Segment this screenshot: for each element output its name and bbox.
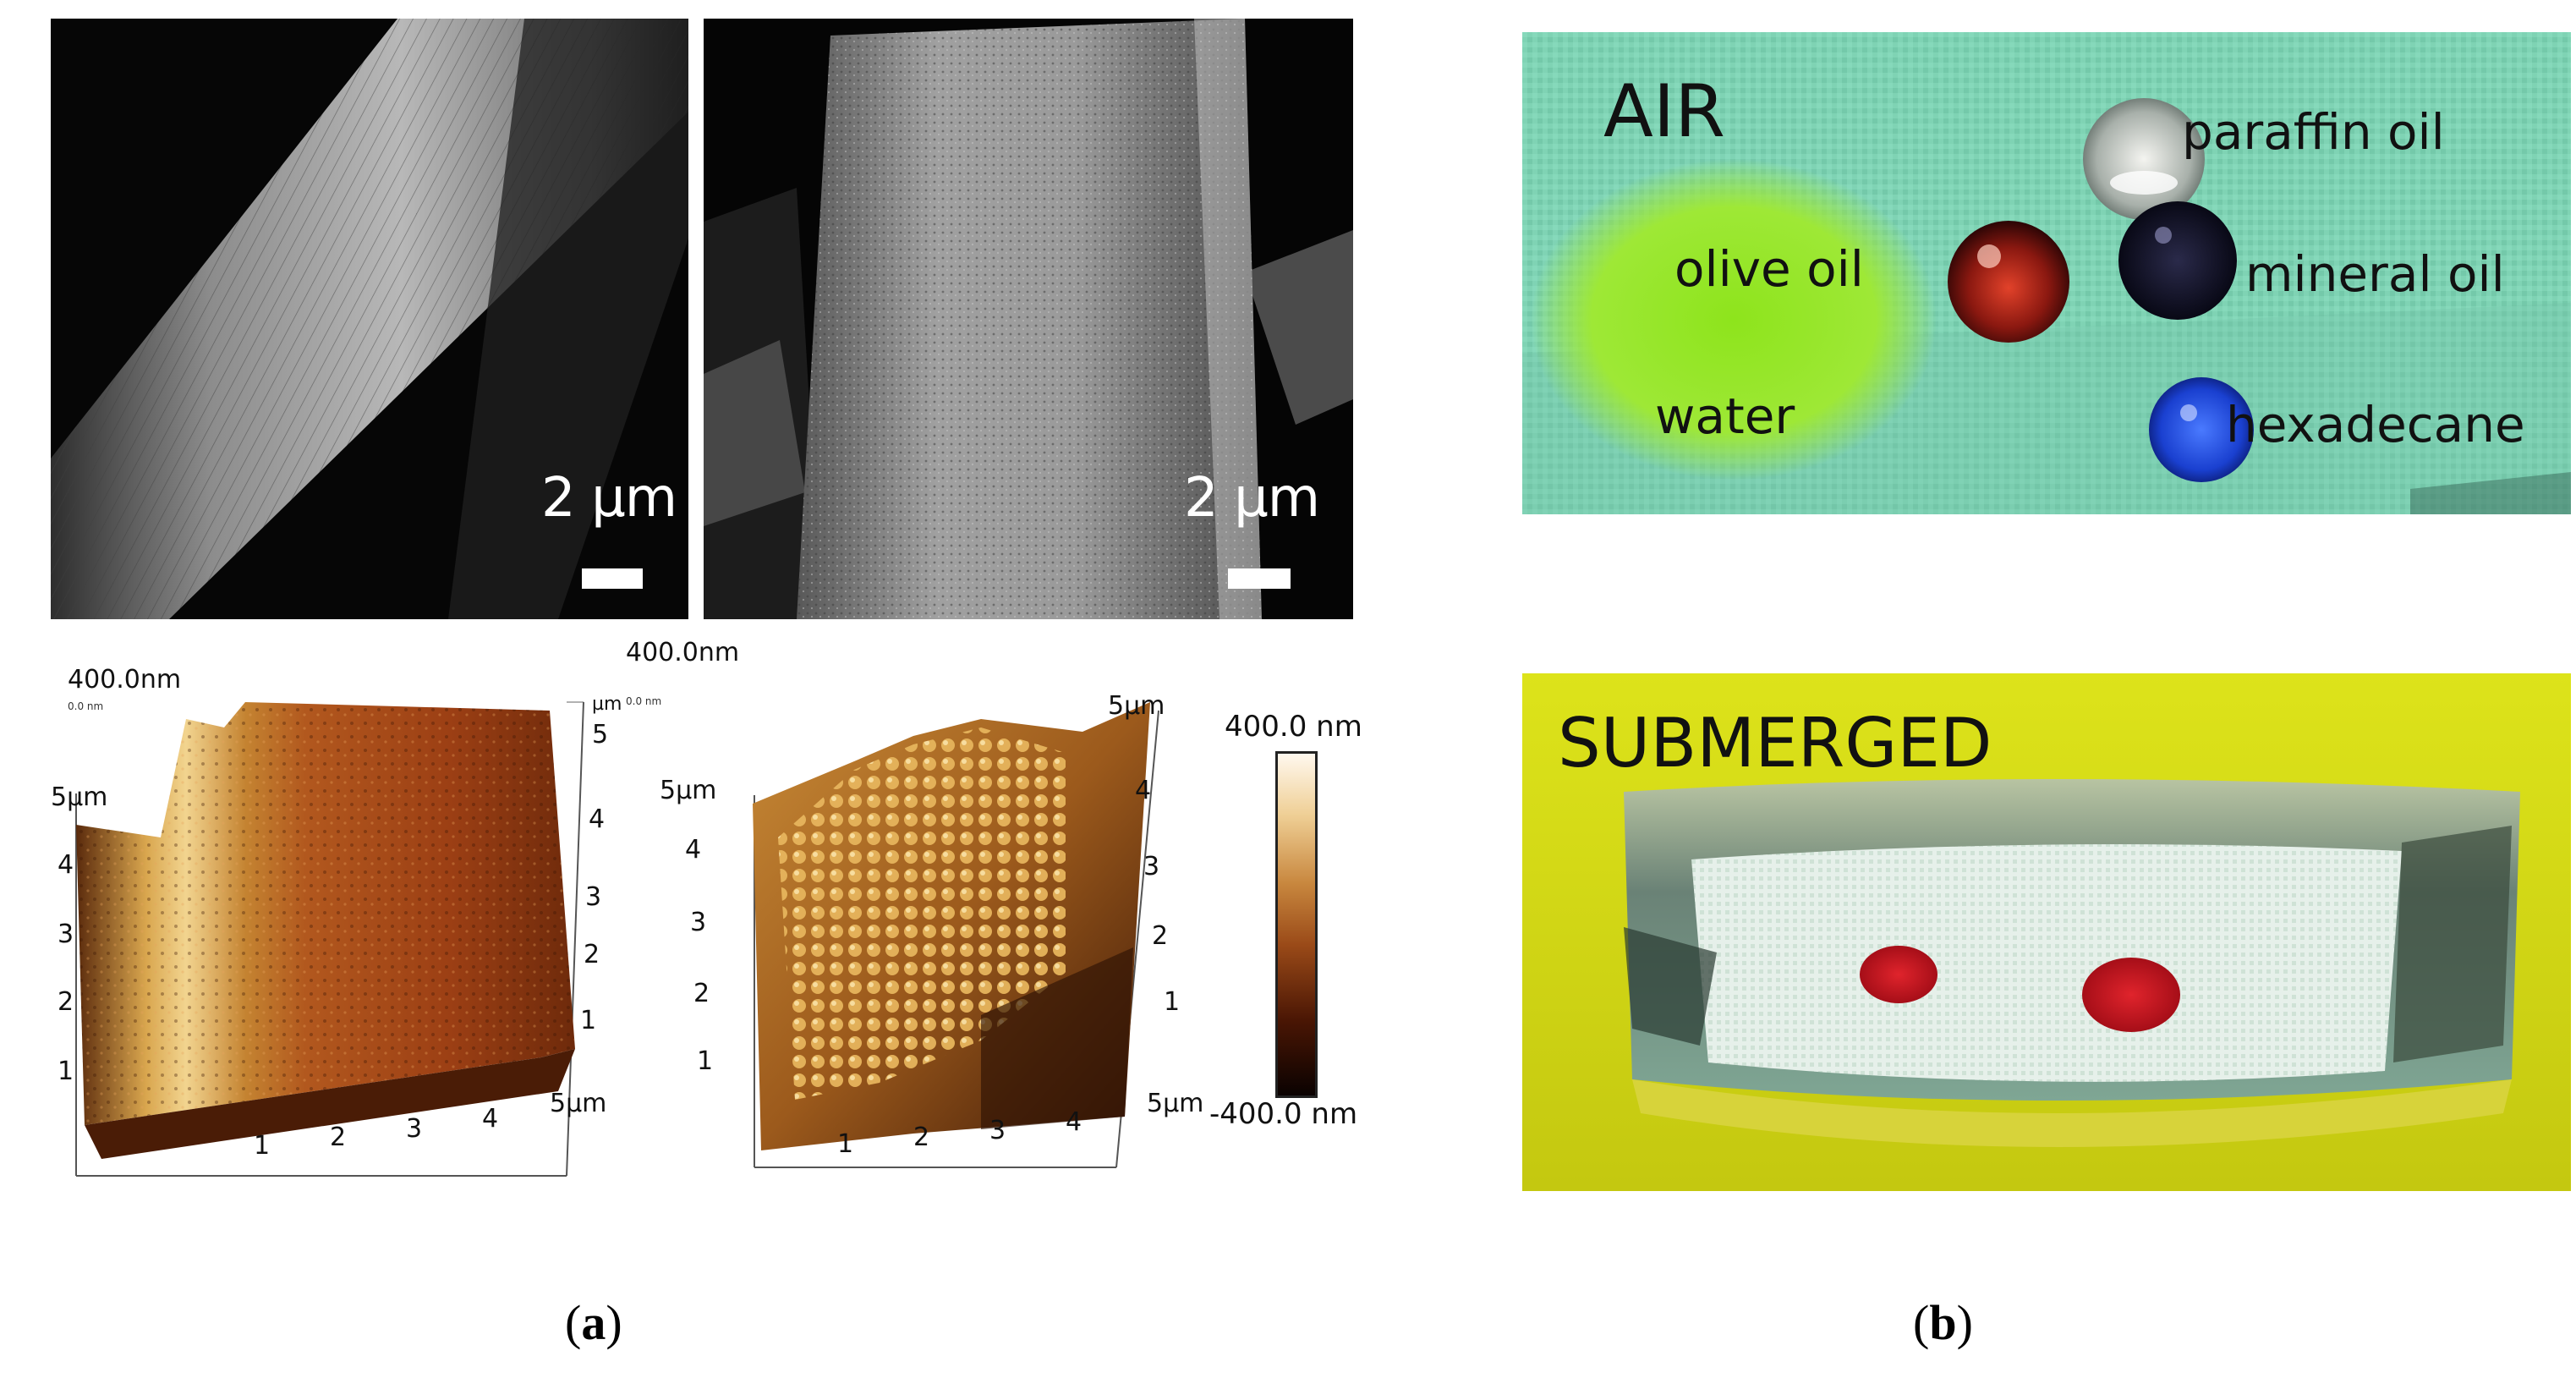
- photo-submerged-droplets: SUBMERGED: [1522, 673, 2571, 1191]
- afm-right-x-tick: 3: [989, 1116, 1006, 1145]
- afm-right-right-tick: 4: [1135, 776, 1152, 805]
- afm-left-y-axis-top: 5µm: [51, 782, 108, 812]
- afm-left-right-unit: µm: [592, 694, 622, 715]
- afm-colorbar: [1275, 751, 1318, 1098]
- afm-left-y-tick: 4: [58, 850, 74, 880]
- label-paraffin-oil: paraffin oil: [2182, 103, 2445, 161]
- sem-left-scale-label: 2 µm: [541, 467, 677, 530]
- afm-image-coated: 400.0nm 0.0 nm 5µm 4 3 2 1 1 2 3 4 5µm 5…: [626, 638, 1235, 1184]
- afm-left-y-tick: 1: [58, 1057, 74, 1086]
- afm-image-pristine: 400.0nm 0.0 nm 5µm 4 3 2 1 1 2 3 4 5µm µ…: [51, 651, 660, 1193]
- afm-right-x-tick: 2: [913, 1123, 930, 1152]
- afm-right-x-tick: 1: [837, 1129, 854, 1159]
- sem-right-scale-bar: [1228, 568, 1291, 589]
- afm-right-zero-label: 0.0 nm: [626, 695, 662, 707]
- afm-left-y-tick: 2: [58, 987, 74, 1017]
- label-hexadecane: hexadecane: [2226, 396, 2525, 453]
- afm-right-height-label: 400.0nm: [626, 638, 740, 667]
- afm-right-y-tick: 2: [693, 979, 710, 1008]
- submerged-label: SUBMERGED: [1558, 704, 1992, 782]
- afm-left-x-tick: 2: [330, 1123, 347, 1152]
- afm-left-right-tick: 3: [585, 882, 602, 912]
- photo-air-droplets: AIR paraffin oil olive oil mineral oil w…: [1522, 32, 2571, 514]
- colorbar-min-label: -400.0 nm: [1209, 1097, 1358, 1131]
- afm-left-right-tick: 5: [592, 720, 609, 749]
- caption-b-letter: b: [1929, 1295, 1957, 1350]
- afm-right-x-tick: 4: [1066, 1107, 1082, 1137]
- afm-left-right-tick: 4: [589, 804, 606, 834]
- afm-right-right-top: 5µm: [1108, 691, 1165, 721]
- afm-left-right-tick: 1: [580, 1006, 597, 1035]
- afm-left-x-axis-end: 5µm: [550, 1089, 607, 1118]
- afm-left-x-tick: 4: [482, 1104, 499, 1134]
- afm-right-right-tick: 2: [1152, 921, 1169, 951]
- caption-a-letter: a: [581, 1295, 606, 1350]
- afm-left-y-tick: 3: [58, 920, 74, 949]
- afm-left-x-tick: 1: [254, 1131, 271, 1161]
- afm-right-right-tick: 1: [1164, 987, 1181, 1017]
- afm-right-y-tick: 1: [697, 1046, 714, 1076]
- sem-image-coated-fiber: 2 µm: [704, 19, 1353, 619]
- label-water: water: [1655, 387, 1795, 445]
- afm-left-zero-label: 0.0 nm: [68, 700, 104, 712]
- afm-left-x-tick: 3: [406, 1114, 423, 1144]
- caption-b: (b): [1913, 1295, 1973, 1350]
- sem-right-scale-label: 2 µm: [1184, 467, 1320, 530]
- label-mineral-oil: mineral oil: [2245, 245, 2505, 303]
- air-label: AIR: [1603, 69, 1725, 154]
- afm-right-y-tick: 3: [690, 908, 707, 937]
- afm-right-y-axis-top: 5µm: [660, 776, 717, 805]
- sem-left-scale-bar: [582, 568, 643, 589]
- sem-image-pristine-fiber: 2 µm: [51, 19, 688, 619]
- afm-right-y-tick: 4: [685, 835, 702, 865]
- colorbar-max-label: 400.0 nm: [1225, 710, 1362, 744]
- afm-left-right-tick: 2: [584, 940, 600, 969]
- afm-right-right-tick: 3: [1143, 852, 1160, 881]
- caption-a: (a): [565, 1295, 622, 1350]
- label-olive-oil: olive oil: [1674, 240, 1864, 298]
- afm-right-x-axis-end: 5µm: [1147, 1089, 1204, 1118]
- afm-left-height-label: 400.0nm: [68, 665, 182, 694]
